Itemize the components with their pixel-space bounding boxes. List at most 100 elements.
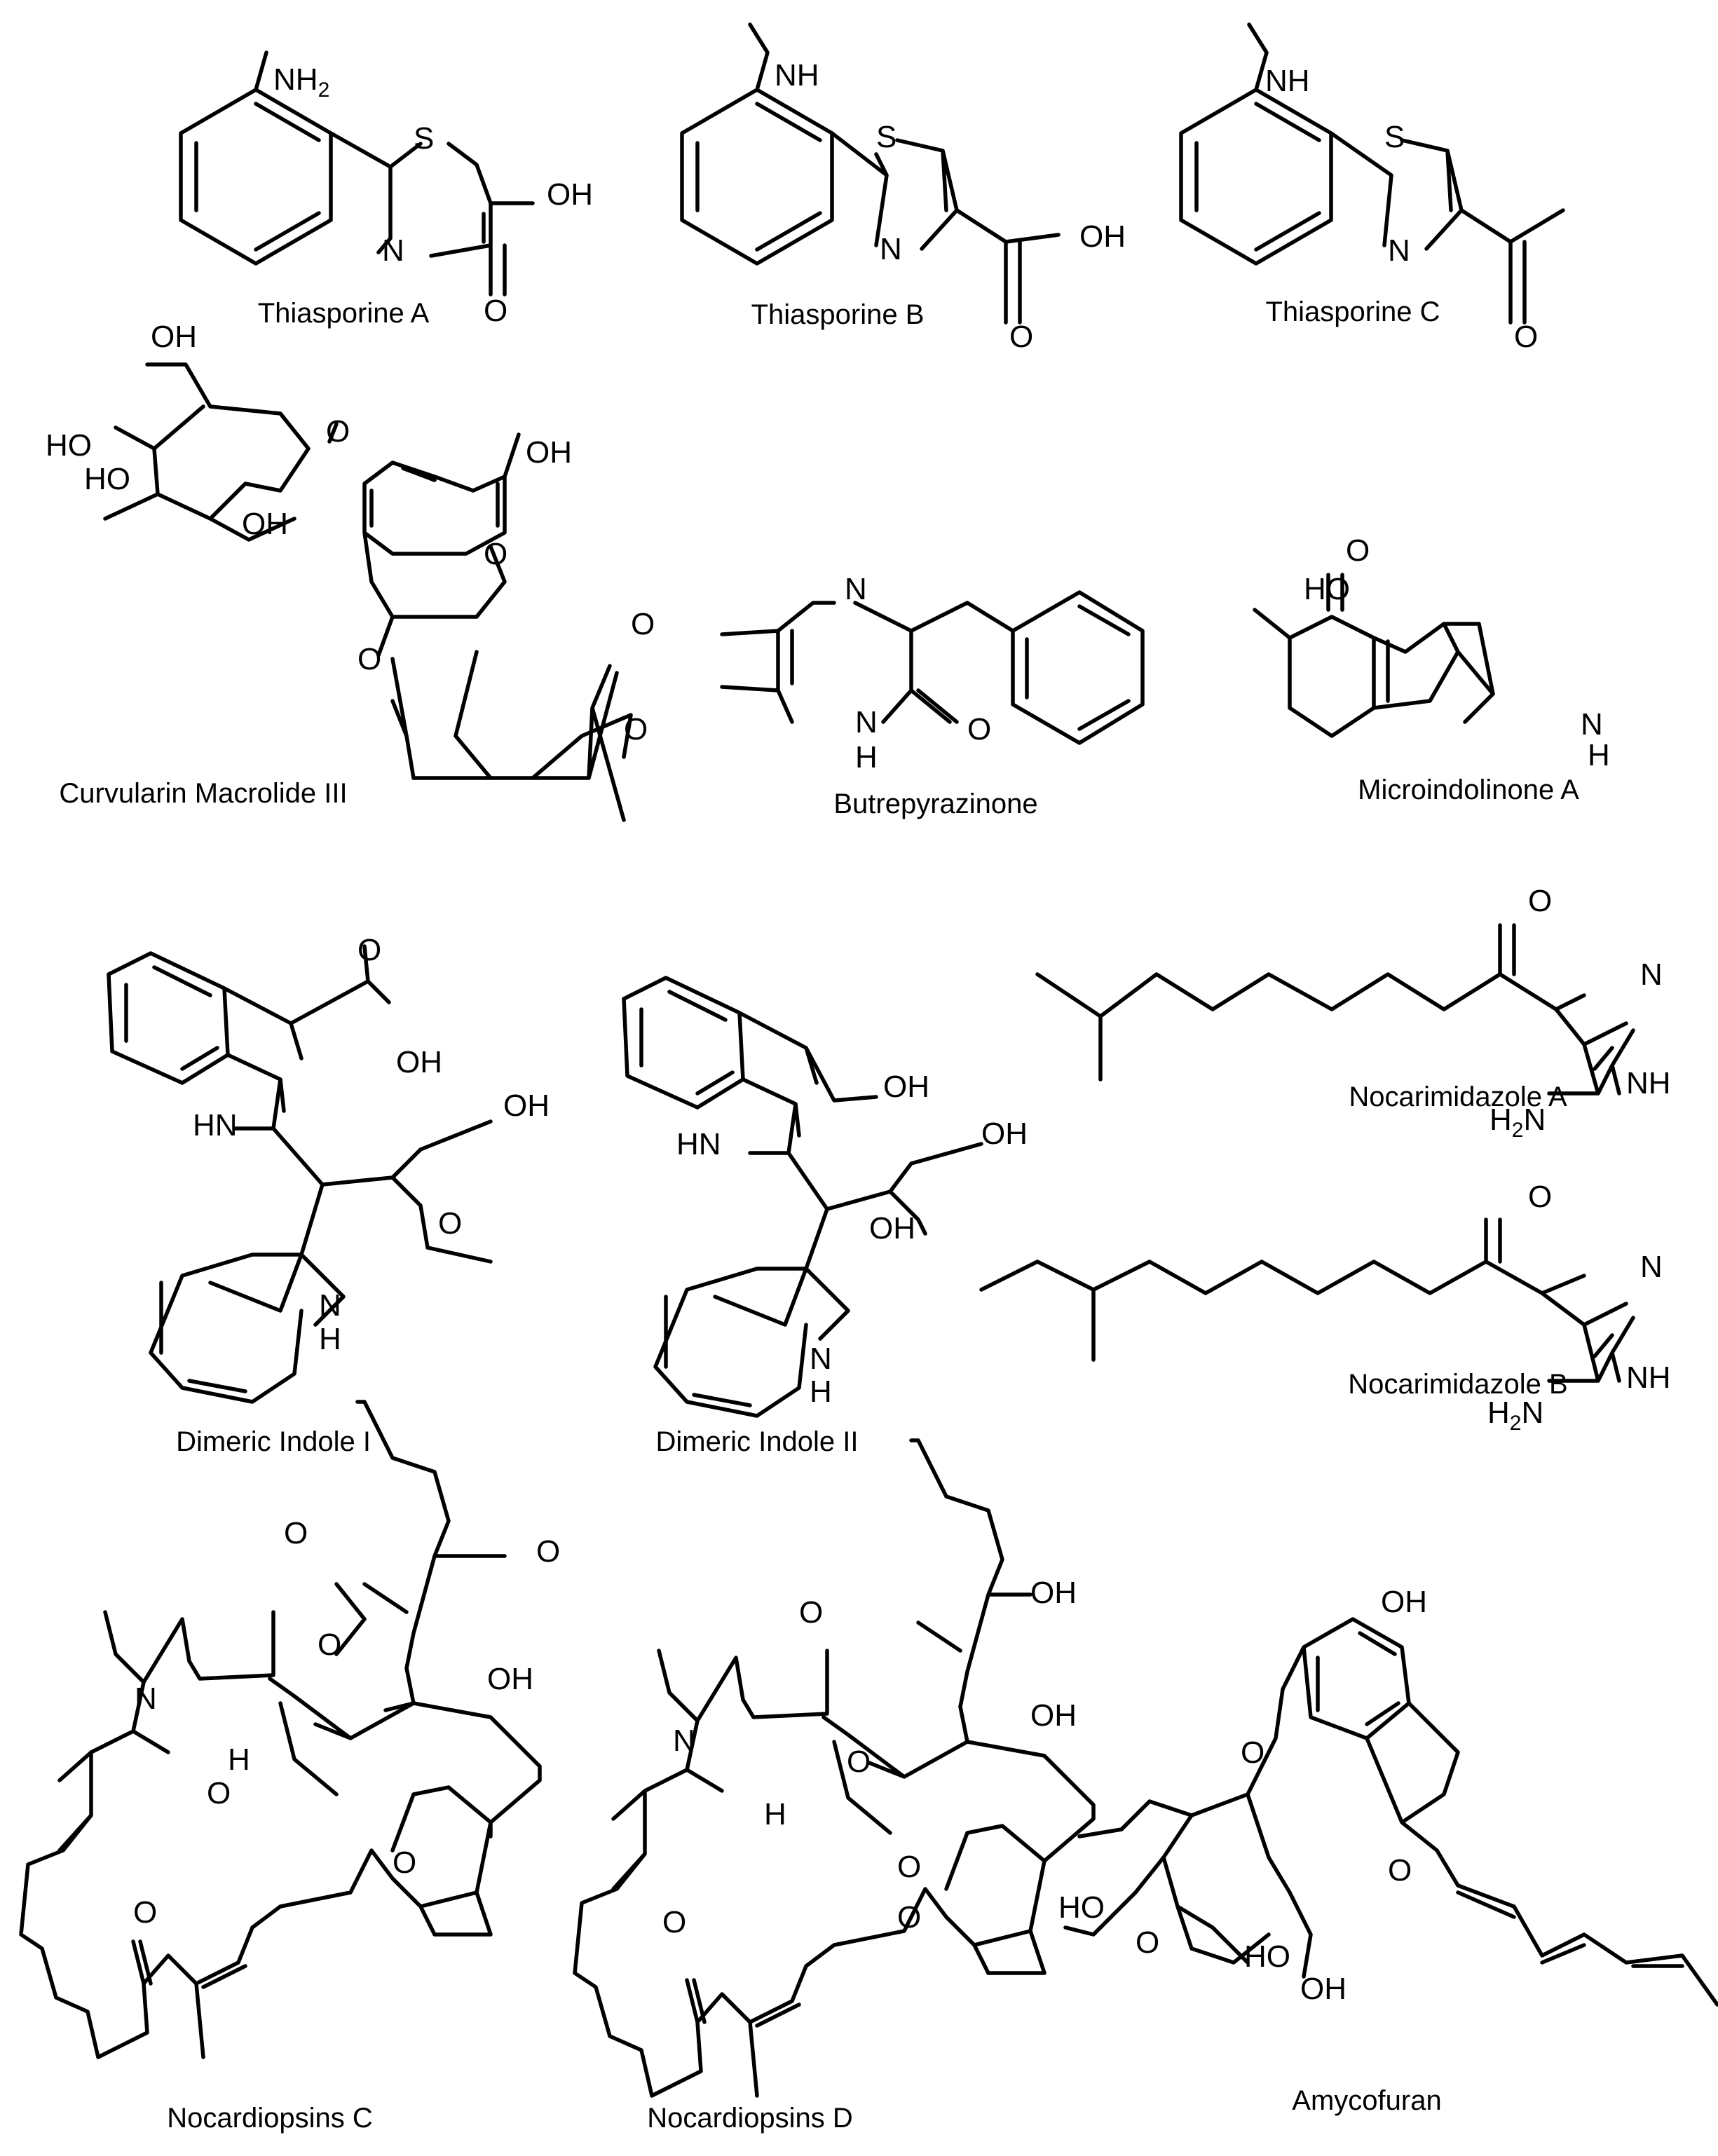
atom-label: OH (242, 507, 288, 541)
atom-label: N (1640, 1250, 1663, 1284)
atom-label: HO (1058, 1890, 1105, 1925)
atom-label: H (1588, 738, 1610, 772)
atom-label: HO (1304, 572, 1350, 606)
compound-name: Dimeric Indole I (176, 1426, 371, 1457)
atom-label: OH (1381, 1585, 1427, 1619)
bond-skeleton-nocardiopsins-c (19, 1400, 542, 2059)
atom-label: S (414, 121, 434, 156)
bond-skeleton-butrepyrazinone (720, 590, 1145, 745)
atom-label: N (880, 232, 902, 266)
bond-skeleton-nocardiopsins-d (573, 1438, 1096, 2098)
atom-label: O (484, 537, 507, 571)
bond-skeleton-thiasporine-b (680, 22, 1061, 325)
compound-microindolinone-a: O HO NH Microindolinone A (1253, 533, 1610, 805)
atom-label: OH (883, 1070, 929, 1104)
atom-label: O (484, 294, 507, 328)
atom-label: H (319, 1322, 341, 1356)
atom-label: N (810, 1342, 832, 1376)
atom-label: N (319, 1288, 341, 1323)
compound-name: Nocardiopsins D (647, 2103, 852, 2134)
atom-label: OH (869, 1211, 915, 1246)
atom-label: OH (981, 1117, 1028, 1151)
atom-label: N (855, 705, 878, 739)
compound-name: Thiasporine B (751, 299, 925, 330)
atom-label: N (845, 572, 867, 606)
atom-label: H (764, 1797, 786, 1831)
atom-label: O (897, 1850, 921, 1884)
bond-skeleton-nocarimidazole-b (979, 1217, 1635, 1383)
atom-label: O (1136, 1925, 1159, 1960)
atom-label: O (631, 607, 655, 641)
atom-label: NH (1626, 1360, 1671, 1395)
compound-name: Butrepyrazinone (833, 789, 1037, 819)
atom-label: O (284, 1516, 308, 1550)
atom-label: HO (84, 462, 130, 496)
atom-label: O (1241, 1735, 1264, 1770)
compound-name: Nocarimidazole A (1349, 1082, 1567, 1112)
atom-label: O (1528, 884, 1552, 918)
atom-label: O (438, 1206, 462, 1241)
atom-label: N (1388, 233, 1410, 268)
compound-name: Microindolinone A (1358, 775, 1579, 805)
bond-skeleton-microindolinone-a (1253, 573, 1495, 738)
atom-label: H2N (1487, 1396, 1543, 1435)
atom-label: O (536, 1534, 560, 1569)
atom-label: HN (676, 1127, 721, 1161)
atom-label: H (228, 1742, 250, 1777)
atom-label: N (135, 1681, 157, 1716)
atom-label: O (897, 1900, 921, 1935)
bond-skeleton-amycofuran (1063, 1617, 1718, 2007)
atom-label: N (1581, 707, 1603, 742)
atom-label: O (1388, 1853, 1412, 1888)
atom-label: O (967, 712, 991, 746)
atom-label: OH (487, 1662, 533, 1696)
atom-label: O (1514, 320, 1538, 354)
atom-label: NH2 (273, 62, 329, 102)
atom-label: HO (1244, 1939, 1290, 1974)
atom-label: O (847, 1745, 871, 1779)
atom-label: N (1640, 957, 1663, 992)
atom-label: N (382, 233, 404, 268)
atom-label: OH (1079, 219, 1126, 254)
bond-skeleton-curvularin-macrolide-iii (103, 362, 633, 822)
compound-dimeric-indole-ii: OH HN OH OH NH Dimeric Indole II (622, 976, 1028, 1457)
atom-label: OH (396, 1045, 442, 1079)
bond-skeleton-thiasporine-a (179, 50, 535, 296)
compound-name: Nocarimidazole B (1348, 1369, 1567, 1400)
atom-label: H (855, 740, 878, 775)
atom-label: HN (193, 1108, 238, 1142)
atom-label: O (1346, 533, 1370, 568)
bond-skeleton-dimeric-indole-ii (622, 976, 983, 1418)
atom-label: OH (526, 435, 572, 470)
atom-label: H (810, 1374, 832, 1409)
atom-label: S (876, 120, 897, 154)
compound-name: Amycofuran (1292, 2085, 1441, 2116)
atom-label: NH (1626, 1066, 1671, 1100)
bond-skeleton-dimeric-indole-i (107, 944, 493, 1404)
atom-label: NH (775, 58, 819, 93)
atom-label: O (799, 1595, 823, 1630)
atom-label: O (357, 642, 381, 676)
atom-label: OH (1030, 1698, 1077, 1733)
atom-label: O (318, 1628, 341, 1662)
atom-label: O (207, 1776, 231, 1810)
compound-name: Dimeric Indole II (656, 1426, 859, 1457)
atom-label: O (357, 933, 381, 967)
compound-name: Nocardiopsins C (167, 2103, 372, 2134)
atom-label: O (133, 1895, 157, 1930)
atom-label: S (1384, 120, 1405, 154)
atom-label: O (624, 712, 648, 746)
compound-name: Thiasporine A (258, 298, 430, 329)
atom-label: HO (46, 428, 92, 463)
